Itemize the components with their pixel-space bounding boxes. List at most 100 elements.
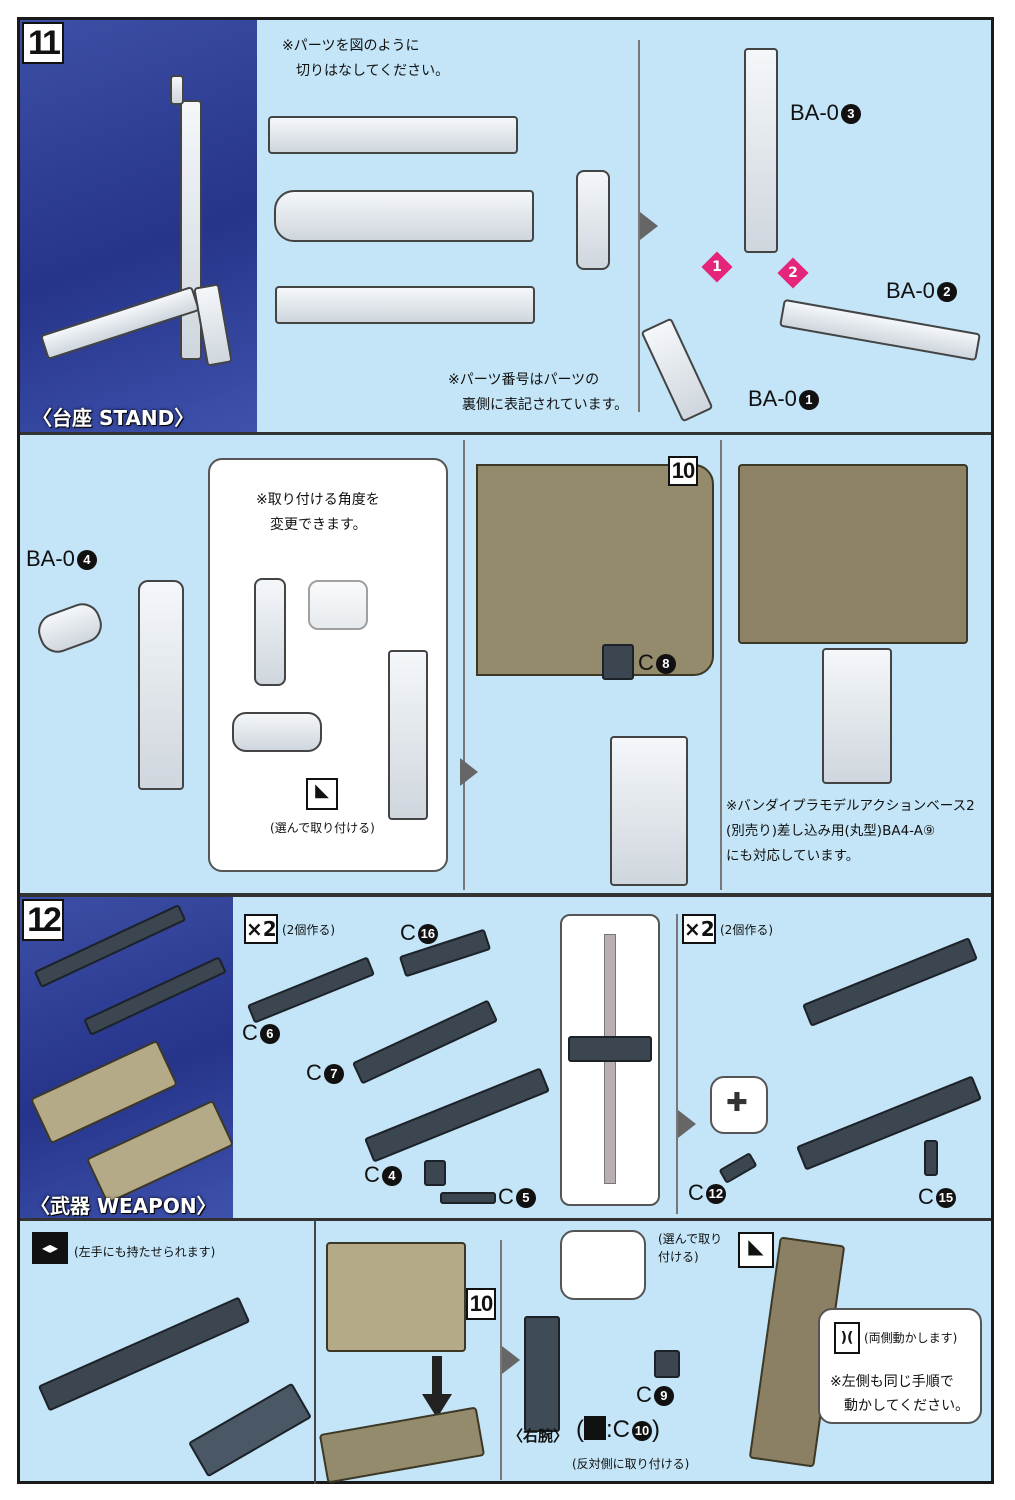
gundam-backpack xyxy=(476,464,714,676)
divider xyxy=(463,440,465,890)
part-c9 xyxy=(654,1350,680,1378)
both-sides-note: (両側動かします) xyxy=(864,1331,958,1345)
ref-step-10: 10 xyxy=(668,456,698,486)
angle-part-b-ghost xyxy=(308,580,368,630)
cut-note: ※パーツを図のように切りはなしてください。 xyxy=(282,38,450,79)
cross-part-icon: ✚ xyxy=(726,1088,748,1118)
down-arrow-shaft xyxy=(432,1356,442,1396)
right-arm-label: 〈右腕〉 xyxy=(508,1427,569,1445)
step-number-12: 12 xyxy=(22,899,64,941)
weapon-panel xyxy=(20,897,235,1219)
rifle-assembled xyxy=(364,1067,550,1163)
runner-part-top xyxy=(268,116,518,154)
weapon-title: 〈武器 WEAPON〉 xyxy=(30,1194,217,1218)
right-arm xyxy=(524,1316,560,1432)
stand-peg xyxy=(170,75,184,105)
section-divider xyxy=(20,893,991,897)
part-number-note: ※パーツ番号はパーツの裏側に表記されています。 xyxy=(448,372,629,413)
angle-part-a xyxy=(254,578,286,686)
rifle-grip-part xyxy=(568,1036,652,1062)
make-two-note: (2個作る) xyxy=(282,923,335,937)
make-two-icon: ×2 xyxy=(682,914,716,944)
opposite-note: (反対側に取り付ける) xyxy=(572,1457,690,1471)
part-ba04 xyxy=(33,598,107,658)
stand-pillar-ba04 xyxy=(138,580,184,790)
shield-part xyxy=(318,1406,486,1484)
divider xyxy=(720,440,722,890)
order-badge-2: 2 xyxy=(777,257,809,289)
part-c4 xyxy=(424,1160,446,1186)
rifle-complete xyxy=(37,1296,251,1412)
runner-part-arm xyxy=(576,170,610,270)
select-icon: ◣ xyxy=(306,778,338,810)
runner-part-middle xyxy=(274,190,534,242)
instruction-page: 11 〈台座 STAND〉 ※パーツを図のように切りはなしてください。 ※パーツ… xyxy=(17,17,994,1484)
next-arrow xyxy=(502,1346,520,1374)
left-same-note: ※左側も同じ手順で動かしてください。 xyxy=(830,1374,970,1414)
both-sides-callout: )( (両側動かします) ※左側も同じ手順で動かしてください。 xyxy=(818,1308,982,1424)
part-ba02 xyxy=(779,298,981,362)
gundam-shoulder xyxy=(326,1242,466,1352)
rifle-2 xyxy=(83,956,227,1036)
divider xyxy=(676,914,678,1214)
angle-pillar xyxy=(388,650,428,820)
section-divider xyxy=(20,432,991,435)
select-note: (選んで取り付ける) xyxy=(658,1232,723,1264)
gundam-legs xyxy=(738,464,968,644)
stand-title: 〈台座 STAND〉 xyxy=(32,406,195,430)
divider xyxy=(314,1220,316,1484)
make-two-note: (2個作る) xyxy=(720,923,773,937)
part-c7 xyxy=(351,999,499,1085)
select-icon: ◣ xyxy=(738,1232,774,1268)
part-ba03 xyxy=(744,48,778,253)
order-badge-1: 1 xyxy=(701,251,733,283)
section-divider xyxy=(20,1218,991,1221)
part-c8 xyxy=(602,644,634,680)
step-number-11: 11 xyxy=(22,22,64,64)
next-arrow xyxy=(678,1110,696,1138)
stand-panel xyxy=(20,20,257,432)
divider xyxy=(500,1240,502,1480)
stand-pillar-c8 xyxy=(610,736,688,886)
stand-pillar-legs xyxy=(822,648,892,784)
move-both-icon: )( xyxy=(834,1322,860,1354)
select-note: (選んで取り付ける) xyxy=(270,821,375,835)
runner-part-bottom xyxy=(275,286,535,324)
divider xyxy=(638,40,640,412)
angle-note: ※取り付ける角度を変更できます。 xyxy=(256,492,380,533)
opposite-side-icon xyxy=(584,1416,606,1440)
angle-part-c xyxy=(232,712,322,752)
next-arrow xyxy=(640,212,658,240)
c12-detail: ✚ xyxy=(710,1076,768,1134)
part-c6 xyxy=(246,956,376,1024)
arm-detail-callout xyxy=(560,1230,646,1300)
swap-hands-icon: ◂▸ xyxy=(32,1232,68,1264)
ref-step-10: 10 xyxy=(466,1288,496,1320)
angle-callout: ※取り付ける角度を変更できます。 ◣ (選んで取り付ける) xyxy=(208,458,448,872)
hand-arm xyxy=(188,1382,312,1478)
part-c15 xyxy=(924,1140,938,1176)
next-arrow xyxy=(460,758,478,786)
left-hand-note: (左手にも持たせられます) xyxy=(74,1245,216,1259)
stand-leg-left xyxy=(39,285,201,361)
rifle-detail-callout xyxy=(560,914,660,1206)
rifle-assembled xyxy=(796,1075,982,1171)
rifle-folding xyxy=(802,937,978,1027)
part-ba01 xyxy=(640,317,714,423)
make-two-icon: ×2 xyxy=(244,914,278,944)
